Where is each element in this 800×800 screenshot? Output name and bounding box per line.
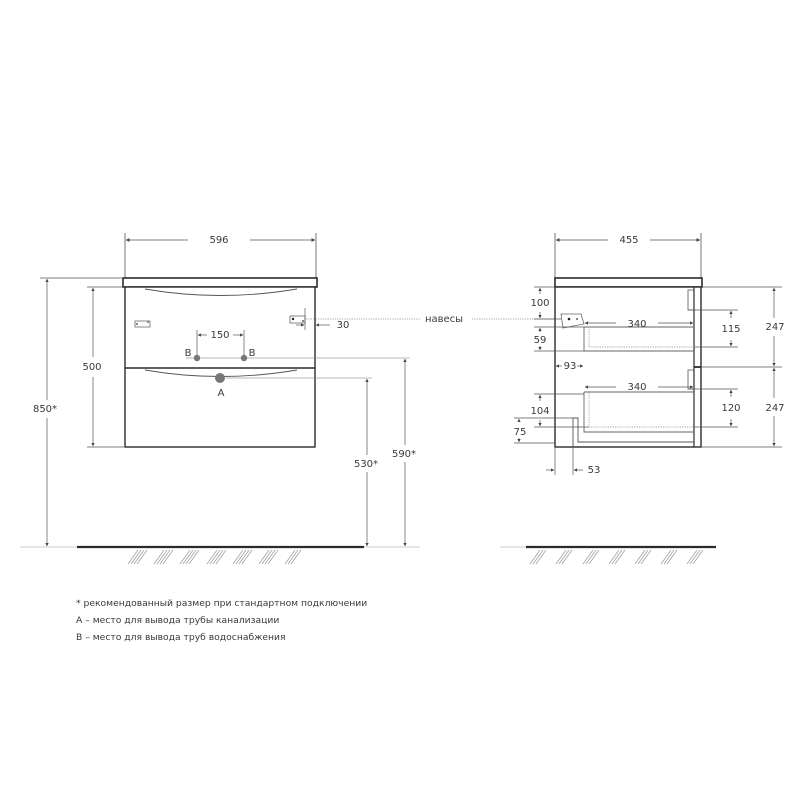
floor-hatch-side	[529, 549, 704, 565]
hinge-top-label: 100	[530, 298, 549, 309]
facade-top-height-label: 247	[765, 322, 784, 333]
note-point-a: A – место для вывода трубы канализации	[76, 615, 280, 626]
side-view: 455 340	[500, 233, 785, 565]
top-drawer-depth-label: 340	[627, 319, 646, 330]
hinges-label: навесы	[425, 314, 463, 325]
countertop	[122, 277, 318, 288]
plinth-cutout	[572, 417, 694, 447]
facade-bottom-height-label: 247	[765, 403, 784, 414]
top-drawer-handle	[144, 288, 298, 296]
drawer-offset-label: 93	[564, 361, 577, 372]
hinge-right-icon	[289, 315, 306, 324]
water-height-label: 590*	[392, 449, 416, 460]
total-height-label: 850*	[33, 404, 57, 415]
note-recommended-size: * рекомендованный размер при стандартном…	[76, 598, 368, 609]
hinge-gap-label: 59	[534, 335, 547, 346]
point-b-right-label: B	[249, 348, 256, 359]
bottom-drawer-depth-label: 340	[627, 382, 646, 393]
side-countertop	[554, 277, 703, 288]
notes-block: * рекомендованный размер при стандартном…	[76, 595, 367, 646]
front-width-label: 596	[209, 235, 228, 246]
point-b-left-label: B	[185, 348, 192, 359]
cutout-height-label: 104	[530, 406, 549, 417]
hinge-offset-label: 30	[337, 320, 350, 331]
hinge-side-icon	[560, 313, 585, 329]
bottom-drawer-height-label: 120	[721, 403, 740, 414]
point-a-label: A	[218, 388, 225, 399]
cabinet-body	[124, 286, 316, 448]
drain-height-label: 530*	[354, 459, 378, 470]
body-height-label: 500	[82, 362, 101, 373]
drain-pipe-a-icon	[215, 373, 225, 383]
front-width-dimension	[124, 233, 317, 278]
plinth-height-label: 75	[514, 427, 527, 438]
hinge-left-icon	[134, 320, 151, 328]
side-depth-label: 455	[619, 235, 638, 246]
front-view: 596 30	[20, 233, 420, 565]
side-body	[554, 286, 702, 448]
pipe-spacing-label: 150	[210, 330, 229, 341]
cutout-width-label: 53	[588, 465, 601, 476]
top-drawer-height-label: 115	[721, 324, 740, 335]
note-point-b: B – место для вывода труб водоснабжения	[76, 632, 286, 643]
floor-hatch-front	[127, 549, 302, 565]
